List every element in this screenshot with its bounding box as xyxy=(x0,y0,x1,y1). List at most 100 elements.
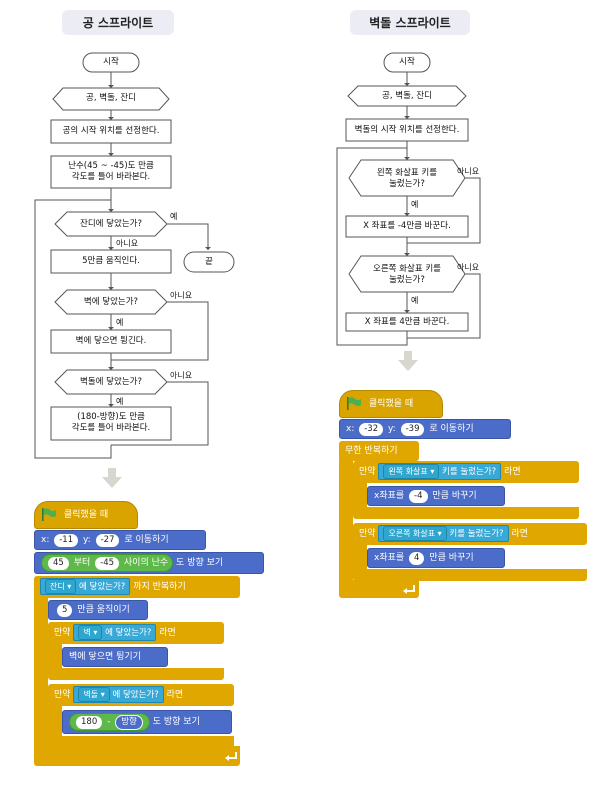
right-goto-x-label: x: xyxy=(346,424,355,434)
right-key1-dropdown[interactable]: 왼쪽 화살표 ▾ xyxy=(383,464,440,479)
right-goto-x-input[interactable]: -32 xyxy=(359,423,384,436)
left-title: 공 스프라이트 xyxy=(62,10,174,35)
left-point-random-block[interactable]: 45 부터 -45 사이의 난수 도 방향 보기 xyxy=(34,552,264,574)
right-if-right-foot xyxy=(353,569,587,581)
right-process-1-label: 벽돌의 시작 위치를 선정한다. xyxy=(354,125,460,135)
right-change-x-right-block[interactable]: x좌표를 4 만큼 바꾸기 xyxy=(367,548,505,568)
left-direction-reporter[interactable]: 방향 xyxy=(115,715,143,730)
right-decision-2-yes: 예 xyxy=(411,296,419,305)
left-prep-label: 공, 벽돌, 잔디 xyxy=(86,93,136,103)
left-goto-x-label: x: xyxy=(41,535,50,545)
left-if-brick-header: 만약 벽돌 ▾ 에 닿았는가? 라면 xyxy=(54,686,183,704)
right-key1-q: 키를 눌렀는가? xyxy=(442,467,497,477)
left-goto-y-label: y: xyxy=(83,535,91,545)
left-move-steps-block[interactable]: 5 만큼 움직이기 xyxy=(48,600,148,620)
right-down-arrow-icon xyxy=(398,351,418,371)
left-subtract-sign: - xyxy=(107,717,111,727)
right-process-3-label: X 좌표를 4만큼 바꾼다. xyxy=(364,317,450,327)
left-if2-label: 만약 xyxy=(54,690,71,700)
right-key2-q: 키를 눌렀는가? xyxy=(449,529,504,539)
left-process-2-line1: 난수(45 ~ -45)도 만큼 xyxy=(68,161,154,171)
left-move-input[interactable]: 5 xyxy=(57,604,73,617)
left-subtract-a-input[interactable]: 180 xyxy=(76,716,103,729)
left-process-5-line1: (180-방향)도 만큼 xyxy=(77,412,145,422)
right-if-left-foot xyxy=(353,507,579,519)
left-decision-2-yes: 예 xyxy=(116,318,124,327)
right-title: 벽돌 스프라이트 xyxy=(350,10,470,35)
left-random-to-input[interactable]: -45 xyxy=(95,557,120,570)
right-goto-y-label: y: xyxy=(388,424,396,434)
right-change1-label: x좌표를 xyxy=(374,491,405,501)
left-if2-condition[interactable]: 벽돌 ▾ 에 닿았는가? xyxy=(73,686,164,703)
left-if-wall-header: 만약 벽 ▾ 에 닿았는가? 라면 xyxy=(54,624,176,642)
right-key2-dropdown[interactable]: 오른쪽 화살표 ▾ xyxy=(383,526,447,541)
right-goto-xy-block[interactable]: x: -32 y: -39 로 이동하기 xyxy=(339,419,511,439)
left-goto-x-input[interactable]: -11 xyxy=(54,534,79,547)
left-decision-1-label: 잔디에 닿았는가? xyxy=(80,219,142,229)
left-process-4-label: 벽에 닿으면 튕긴다. xyxy=(75,336,147,346)
left-flowchart xyxy=(34,52,481,459)
right-if2-then: 라면 xyxy=(511,529,528,539)
left-point-tail: 도 방향 보기 xyxy=(176,558,224,568)
right-decision-2-line1: 오른쪽 화살표 키를 xyxy=(373,264,441,274)
left-decision-3-no: 아니요 xyxy=(170,371,193,380)
left-bounce-block[interactable]: 벽에 닿으면 튕기기 xyxy=(62,647,168,667)
left-bounce-label: 벽에 닿으면 튕기기 xyxy=(69,652,141,662)
left-touch-q: 에 닿았는가? xyxy=(79,582,126,592)
left-random-from-label: 부터 xyxy=(73,558,91,568)
green-flag-icon xyxy=(42,508,56,521)
right-process-2-label: X 좌표를 -4만큼 바꾼다. xyxy=(363,221,451,231)
right-if2-condition[interactable]: 오른쪽 화살표 ▾ 키를 눌렀는가? xyxy=(378,525,509,542)
left-if2-target-dropdown[interactable]: 벽돌 ▾ xyxy=(78,687,110,702)
left-process-5-line2: 각도를 틀어 바라본다. xyxy=(71,423,151,433)
left-down-arrow-icon xyxy=(102,468,122,488)
loop-arrow-icon xyxy=(403,585,415,594)
left-decision-1-no: 아니요 xyxy=(116,239,139,248)
left-repeat-target-label: 잔디 xyxy=(50,582,65,591)
left-decision-3-label: 벽돌에 닿았는가? xyxy=(80,377,142,387)
left-if2-then: 라면 xyxy=(166,690,184,700)
left-if-wall-arm xyxy=(48,642,62,670)
left-if1-target-label: 벽 xyxy=(83,628,91,637)
right-when-flag-clicked-block[interactable]: 클릭했을 때 xyxy=(339,390,443,418)
left-process-3-label: 5만큼 움직인다. xyxy=(82,256,140,266)
right-change-x-left-block[interactable]: x좌표를 -4 만큼 바꾸기 xyxy=(367,486,505,506)
left-if-brick-arm xyxy=(48,704,62,738)
left-if1-condition[interactable]: 벽 ▾ 에 닿았는가? xyxy=(73,624,157,641)
left-random-operator[interactable]: 45 부터 -45 사이의 난수 xyxy=(41,554,174,572)
right-decision-1-yes: 예 xyxy=(411,200,419,209)
left-decision-2-no: 아니요 xyxy=(170,291,193,300)
left-end-label: 끝 xyxy=(205,257,213,267)
right-prep-label: 공, 벽돌, 잔디 xyxy=(382,91,432,101)
left-repeat-condition[interactable]: 잔디 ▾ 에 닿았는가? xyxy=(40,578,131,595)
right-change1-input[interactable]: -4 xyxy=(409,490,428,503)
left-goto-y-input[interactable]: -27 xyxy=(95,534,120,547)
left-repeat-target-dropdown[interactable]: 잔디 ▾ xyxy=(45,579,77,594)
right-decision-1-line2: 눌렀는가? xyxy=(389,179,425,189)
left-point2-tail: 도 방향 보기 xyxy=(152,717,200,727)
left-if1-label: 만약 xyxy=(54,628,71,638)
left-end-terminator xyxy=(183,251,235,273)
left-subtract-operator[interactable]: 180 - 방향 xyxy=(69,713,150,731)
right-if1-condition[interactable]: 왼쪽 화살표 ▾ 키를 눌렀는가? xyxy=(378,463,502,480)
left-repeat-until-foot xyxy=(34,746,240,766)
right-start-label: 시작 xyxy=(399,57,415,67)
right-decision-2-no: 아니요 xyxy=(457,263,480,272)
left-start-label: 시작 xyxy=(103,57,119,67)
right-change2-input[interactable]: 4 xyxy=(409,552,425,565)
left-random-from-input[interactable]: 45 xyxy=(48,557,69,570)
right-decision-1-line1: 왼쪽 화살표 키를 xyxy=(376,168,438,178)
left-goto-xy-block[interactable]: x: -11 y: -27 로 이동하기 xyxy=(34,530,206,550)
left-when-flag-clicked-block[interactable]: 클릭했을 때 xyxy=(34,501,138,529)
right-forever-block[interactable] xyxy=(339,441,419,461)
left-decision-2-label: 벽에 닿았는가? xyxy=(83,297,139,307)
right-goto-tail: 로 이동하기 xyxy=(429,424,474,434)
left-if1-target-dropdown[interactable]: 벽 ▾ xyxy=(78,625,103,640)
left-point-direction-block[interactable]: 180 - 방향 도 방향 보기 xyxy=(62,710,232,734)
left-repeat-header: 잔디 ▾ 에 닿았는가? 까지 반복하기 xyxy=(40,578,186,596)
right-goto-y-input[interactable]: -39 xyxy=(400,423,425,436)
right-prep-shape xyxy=(347,85,467,107)
right-forever-arm xyxy=(339,459,353,583)
right-forever-label: 무한 반복하기 xyxy=(345,446,398,456)
right-change2-tail: 만큼 바꾸기 xyxy=(429,553,474,563)
